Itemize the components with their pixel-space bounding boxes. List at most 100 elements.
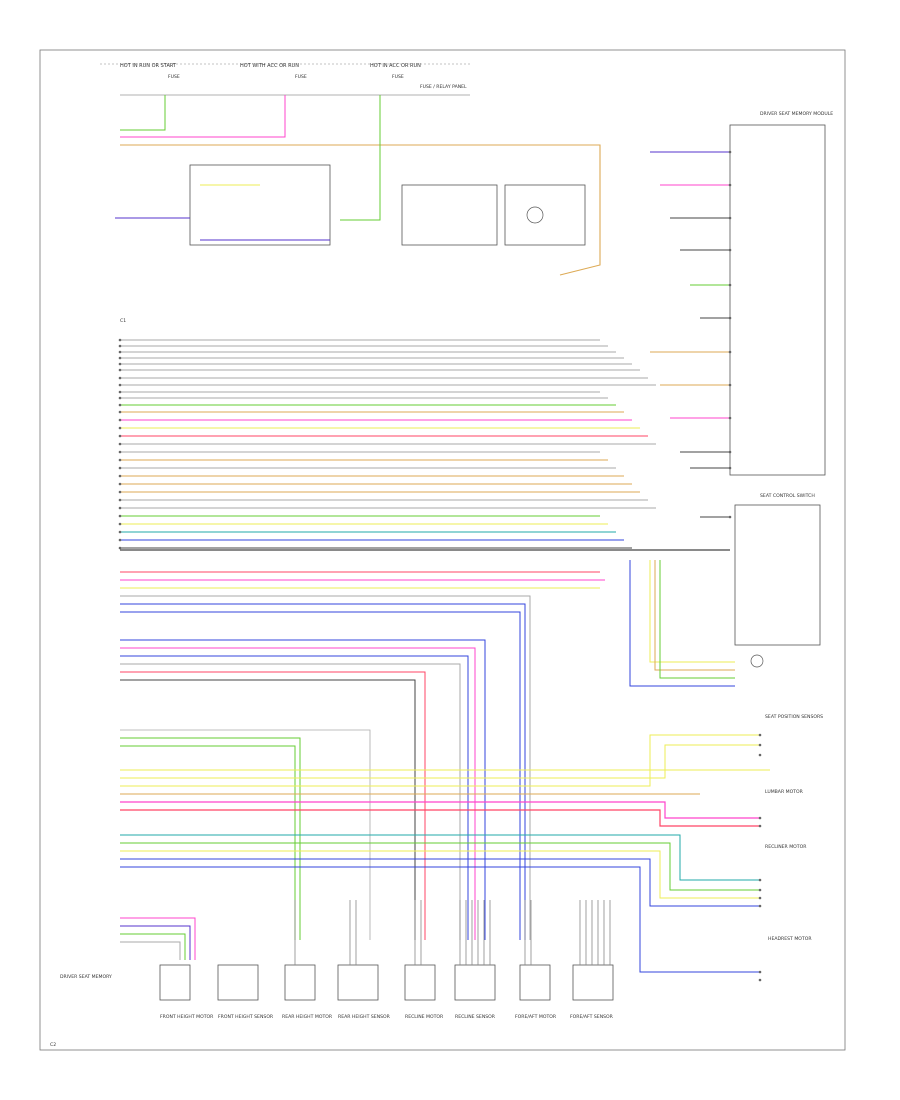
wire-101: [629, 560, 735, 687]
connector-pin: [118, 522, 122, 526]
wire-layer: [115, 95, 770, 973]
top-label-1: HOT IN RUN OR START: [120, 63, 177, 69]
right-module-label-6: HEADREST MOTOR: [768, 936, 812, 942]
seat-switch-box: [734, 504, 821, 646]
connector-pin: [118, 362, 122, 366]
wire-62: [120, 737, 301, 940]
connector-pin: [758, 888, 762, 892]
wire-70: [120, 834, 760, 881]
fuse-label-2: FUSE: [295, 74, 307, 80]
bottom-motor-box-3: [284, 964, 316, 1001]
wire-100: [659, 560, 735, 679]
connector-pin: [118, 434, 122, 438]
connector-pin: [118, 466, 122, 470]
bottom-motor-label-3: REAR HEIGHT MOTOR: [282, 1014, 333, 1020]
connector-pin: [118, 514, 122, 518]
connector-pin: [118, 442, 122, 446]
connector-pin: [758, 978, 762, 982]
connector-pin: [758, 970, 762, 974]
bottom-motor-box-8: [572, 964, 614, 1001]
connector-pin: [758, 743, 762, 747]
connector-pin: [758, 896, 762, 900]
footer-code: C2: [50, 1042, 56, 1048]
wire-54: [120, 611, 521, 940]
bottom-motor-box-5: [404, 964, 436, 1001]
wire-65: [120, 744, 760, 779]
connector-pin: [728, 216, 732, 220]
connector-pin: [728, 316, 732, 320]
right-module-label-5: RECLINER MOTOR: [765, 844, 807, 850]
wire-59: [120, 671, 426, 940]
connector-pin: [118, 506, 122, 510]
bottom-motor-label-2: FRONT HEIGHT SENSOR: [218, 1014, 274, 1020]
wire-99: [654, 560, 735, 671]
bottom-motor-box-1: [159, 964, 191, 1001]
connector-pin: [118, 356, 122, 360]
connector-pin: [118, 350, 122, 354]
connector-pin: [118, 490, 122, 494]
wire-98: [649, 560, 735, 663]
relay-motor-symbol: [526, 206, 544, 224]
connector-pin: [118, 538, 122, 542]
seat-switch-module-box: [189, 164, 331, 246]
connector-pin: [758, 904, 762, 908]
wire-57: [120, 655, 469, 940]
bottom-motor-box-4: [337, 964, 379, 1001]
right-module-box: [729, 124, 826, 476]
wire-55: [120, 639, 486, 940]
connector-pin: [118, 376, 122, 380]
fuse-label-3: FUSE: [392, 74, 404, 80]
wire-71: [120, 842, 760, 891]
connector-pin: [728, 248, 732, 252]
wire-68: [120, 801, 760, 819]
wire-2: [120, 95, 166, 131]
wire-69: [120, 809, 760, 827]
connector-pin: [118, 450, 122, 454]
wire-53: [120, 603, 526, 940]
connector-pin: [758, 824, 762, 828]
wire-76: [120, 925, 191, 960]
connector-pin: [118, 383, 122, 387]
connector-pin: [118, 390, 122, 394]
fuse-label-1: FUSE: [168, 74, 180, 80]
wire-74: [120, 866, 760, 973]
top-label-2: HOT WITH ACC OR RUN: [240, 63, 299, 69]
bottom-motor-label-1: FRONT HEIGHT MOTOR: [160, 1014, 214, 1020]
wire-58: [120, 663, 461, 940]
top-note: FUSE / RELAY PANEL: [420, 84, 467, 90]
motor-relay-box: [504, 184, 586, 246]
connector-pin: [118, 418, 122, 422]
connector-pin: [118, 530, 122, 534]
connector-pin: [118, 344, 122, 348]
wire-0: [120, 144, 601, 276]
connector-pin: [728, 450, 732, 454]
wire-60: [120, 679, 416, 940]
top-label-3: HOT IN ACC OR RUN: [370, 63, 421, 69]
left-connector-group: C1: [120, 318, 126, 324]
connector-pin: [728, 183, 732, 187]
connector-pin: [728, 150, 732, 154]
wire-72: [120, 850, 760, 899]
connector-pin: [118, 410, 122, 414]
wire-73: [120, 858, 760, 907]
connector-pin: [728, 283, 732, 287]
connector-pin: [728, 416, 732, 420]
bottom-motor-label-6: RECLINE SENSOR: [455, 1014, 496, 1020]
wire-52: [120, 595, 531, 940]
connector-pin: [758, 816, 762, 820]
wire-75: [120, 917, 196, 960]
diagram-frame: [39, 49, 846, 1051]
wire-3: [340, 95, 381, 221]
connector-pin-layer: [118, 150, 762, 982]
connector-pin: [728, 350, 732, 354]
bottom-motor-label-4: REAR HEIGHT SENSOR: [338, 1014, 391, 1020]
connector-pin: [118, 498, 122, 502]
wire-77: [120, 933, 186, 960]
bottom-motor-label-5: RECLINE MOTOR: [405, 1014, 444, 1020]
connector-pin: [118, 396, 122, 400]
bottom-motor-label-8: FORE/AFT SENSOR: [570, 1014, 614, 1020]
right-module-label-1: DRIVER SEAT MEMORY MODULE: [760, 111, 833, 117]
connector-pin: [728, 383, 732, 387]
connector-pin: [758, 878, 762, 882]
